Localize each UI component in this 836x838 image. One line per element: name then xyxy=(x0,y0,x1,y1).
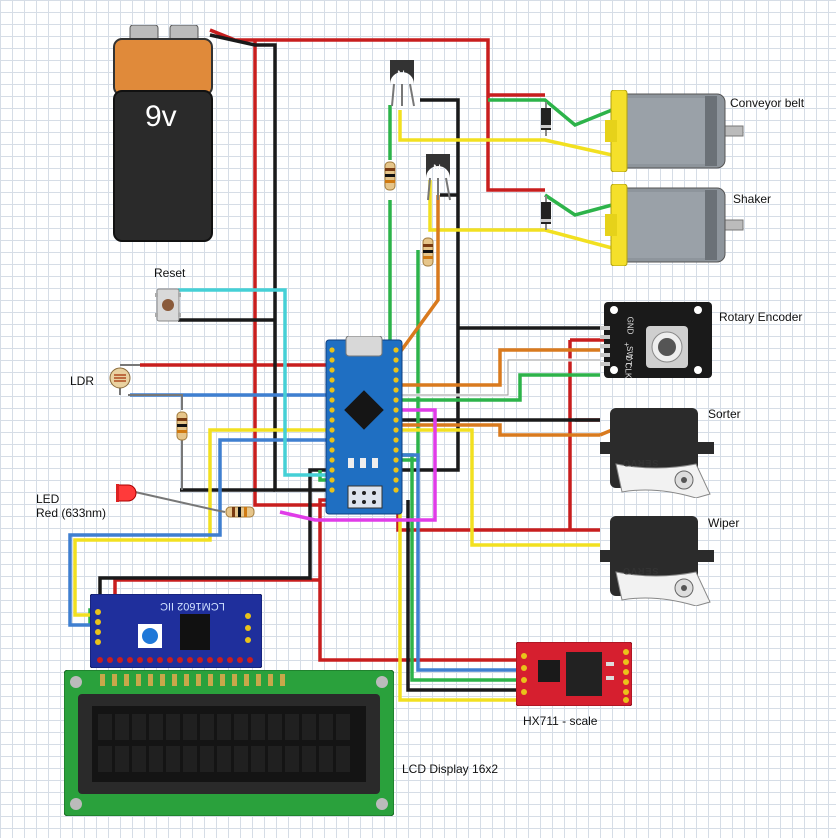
resistor-r3 xyxy=(176,410,188,442)
label-lcd-display: LCD Display 16x2 xyxy=(402,762,499,776)
hx711-load-cell-amp xyxy=(515,641,633,707)
resistor-r4 xyxy=(224,505,256,518)
encoder-pin-clk: CLK xyxy=(623,362,633,379)
svg-text:N: N xyxy=(397,69,405,81)
label-hx711: HX711 - scale xyxy=(523,714,598,728)
transistor-q1: N xyxy=(388,58,416,108)
dc-motor-conveyor xyxy=(605,89,745,173)
label-rotary-encoder: Rotary Encoder xyxy=(719,310,803,324)
transistor-q2: N xyxy=(424,152,452,202)
reset-pushbutton xyxy=(155,287,181,323)
resistor-r1 xyxy=(384,160,396,192)
label-conveyor-belt: Conveyor belt xyxy=(730,96,805,110)
servo-sorter xyxy=(596,406,718,499)
label-shaker: Shaker xyxy=(733,192,772,206)
battery-voltage-label: 9v xyxy=(145,100,177,133)
servo-sorter-brand: SERVO xyxy=(622,458,659,468)
led-red xyxy=(114,483,138,503)
label-wiper: Wiper xyxy=(708,516,740,530)
signal-wires-orange xyxy=(396,195,613,437)
diode-d1 xyxy=(540,102,552,136)
label-sorter: Sorter xyxy=(708,407,741,421)
reset-wire-cyan xyxy=(178,288,330,477)
led-wire-magenta xyxy=(279,408,437,522)
diode-d2 xyxy=(540,196,552,230)
servo-wiper xyxy=(596,514,718,607)
battery-9v xyxy=(112,24,214,243)
label-reset: Reset xyxy=(154,266,186,280)
lcd-backpack-title: LCM1602 IIC xyxy=(160,600,225,612)
lcd-display-16x2 xyxy=(63,669,395,817)
label-ldr: LDR xyxy=(70,374,95,388)
label-led: LED xyxy=(36,492,60,506)
ldr-photoresistor xyxy=(108,366,132,390)
resistor-r2 xyxy=(422,236,434,268)
svg-text:N: N xyxy=(433,163,441,175)
arduino-nano-board xyxy=(324,335,404,516)
encoder-pin-gnd: GND xyxy=(625,316,635,335)
label-led-wavelength: Red (633nm) xyxy=(36,506,107,520)
ground-wires-black xyxy=(98,33,600,692)
dc-motor-shaker xyxy=(605,183,745,267)
servo-wiper-brand: SERVO xyxy=(622,566,659,576)
rotary-encoder-module xyxy=(600,302,712,378)
